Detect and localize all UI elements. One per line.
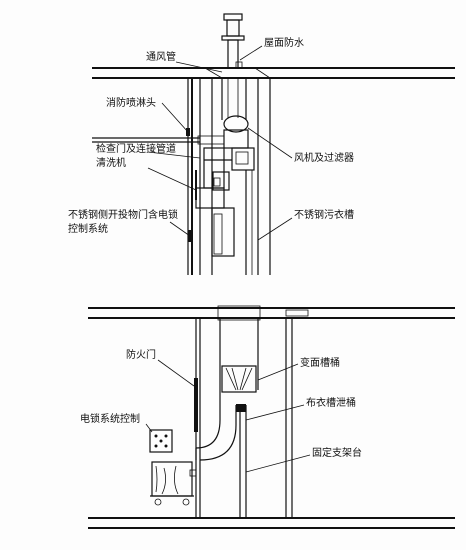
fire-door <box>194 378 198 432</box>
roof-slab <box>92 67 455 79</box>
label-door-line2: 控制系统 <box>68 222 108 235</box>
label-fire-door: 防火门 <box>126 348 156 361</box>
upper-floor-slab <box>92 135 225 145</box>
chute-funnel <box>221 365 257 412</box>
label-fan-filter: 风机及过滤器 <box>294 151 354 164</box>
upper-leaders <box>147 45 293 241</box>
label-support-platform: 固定支架台 <box>312 446 362 459</box>
laundry-cart <box>150 461 197 506</box>
label-lock-control: 电锁系统控制 <box>80 412 140 425</box>
side-loading-door <box>188 207 235 257</box>
vent-cap <box>221 13 245 69</box>
lower-shaft <box>195 318 293 518</box>
discharge-bend <box>195 390 237 461</box>
label-chute-bucket: 布衣槽泄桶 <box>306 396 356 409</box>
inspection-door-assembly <box>195 147 232 209</box>
label-washer: 清洗机 <box>96 156 126 169</box>
upper-chute <box>245 170 253 275</box>
fan-filter-unit <box>223 115 255 171</box>
lower-top-slab <box>88 305 455 321</box>
label-linen-chute: 不锈钢污衣槽 <box>294 208 354 221</box>
label-vent-pipe: 通风管 <box>146 50 176 63</box>
lower-leaders <box>145 359 311 473</box>
label-door-line1: 不锈钢侧开投物门含电锁 <box>68 208 178 221</box>
lower-bottom-slab <box>88 517 455 529</box>
upper-shaft <box>187 78 271 275</box>
label-inspection-door: 检查门及连接管道 <box>96 142 176 155</box>
label-roof-waterproof: 屋面防水 <box>264 36 304 49</box>
lock-control-box <box>149 429 173 453</box>
label-fire-sprinkler: 消防喷淋头 <box>106 96 156 109</box>
label-variable-chute: 变面槽桶 <box>300 356 340 369</box>
